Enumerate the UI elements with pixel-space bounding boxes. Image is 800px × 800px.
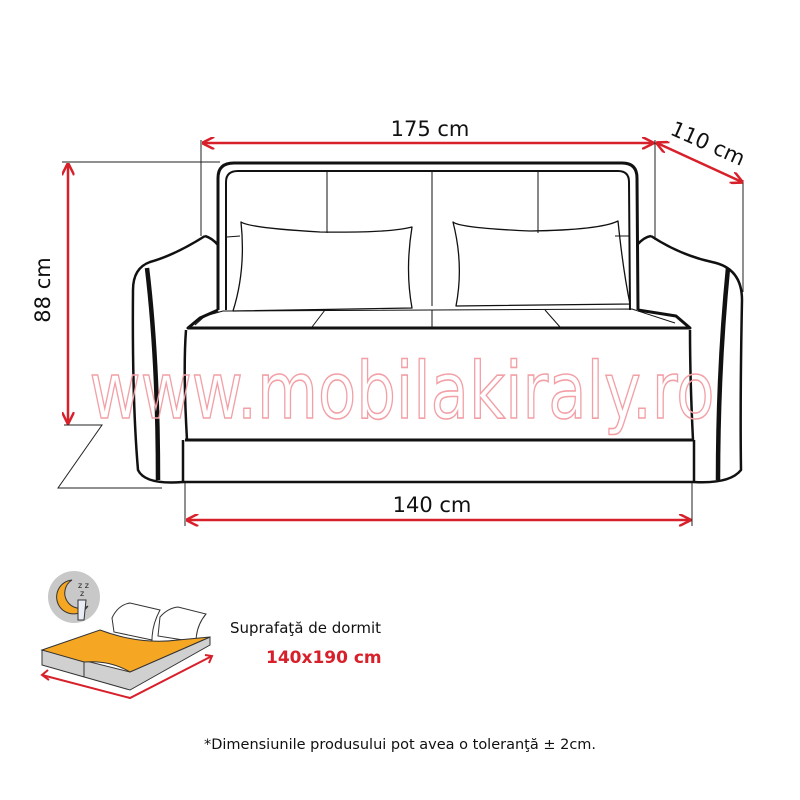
depth-arrow (657, 143, 742, 182)
dimension-arrows (68, 143, 742, 520)
sleeping-surface-size: 140x190 cm (266, 648, 382, 668)
sofa-drawing (131, 161, 744, 484)
width-label: 175 cm (391, 117, 470, 141)
svg-text:z z: z z (78, 581, 89, 590)
bed-sleep-icon: z z z (40, 571, 214, 700)
seat-width-label: 140 cm (393, 493, 472, 517)
extension-lines (57, 140, 744, 526)
height-label: 88 cm (31, 257, 55, 322)
sleeping-surface-label: Suprafaţă de dormit (230, 619, 382, 637)
tolerance-footnote: *Dimensiunile produsului pot avea o tole… (203, 737, 597, 753)
depth-label: 110 cm (667, 117, 749, 171)
watermark: www.mobilakiraly.ro (90, 347, 715, 437)
svg-text:z: z (80, 589, 84, 598)
